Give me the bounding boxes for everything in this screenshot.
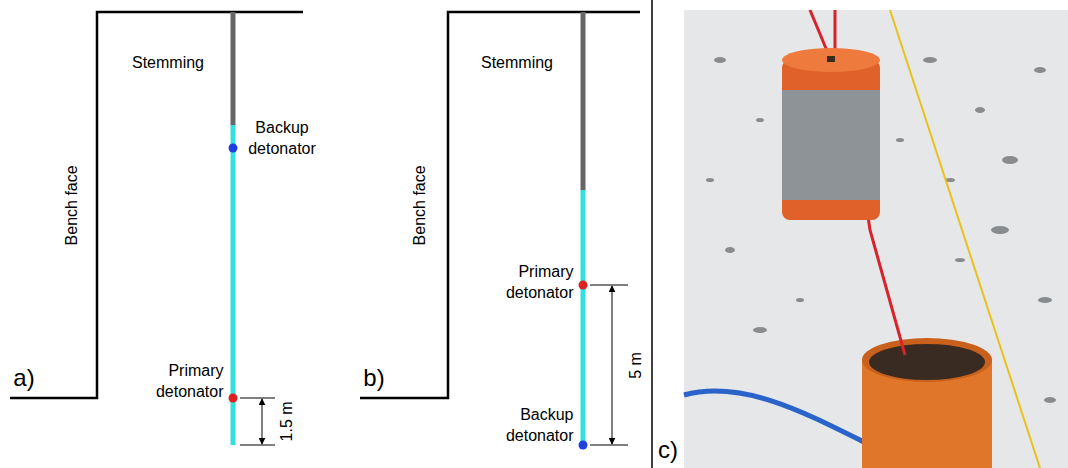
bench-outline (360, 12, 640, 398)
bench-face-label: Bench face (62, 165, 83, 245)
stemming-column (231, 12, 236, 125)
pipe-opening (869, 344, 985, 380)
panel-b-drawing (360, 12, 640, 450)
dimension-tick (590, 445, 628, 446)
explosive-column (581, 190, 586, 445)
stemming-label: Stemming (481, 53, 553, 74)
backup-detonator-dot (579, 441, 588, 450)
backup-detonator-dot (229, 144, 238, 153)
panel-divider (651, 0, 653, 468)
canister-body (782, 60, 880, 220)
pipe-rim (862, 338, 992, 382)
panel-label: a) (13, 362, 34, 393)
dimension-tick (240, 398, 275, 399)
primary-detonator-dot (229, 394, 238, 403)
dimension-label: 1.5 m (277, 401, 298, 441)
dimension-line (612, 286, 613, 444)
bench-outline (10, 12, 303, 398)
detonator-label: Backup detonator (245, 118, 320, 160)
panel-label: c) (658, 434, 678, 465)
dimension-label: 5 m (626, 352, 647, 379)
field-photo (684, 10, 1068, 468)
detonator-label: Primary detonator (499, 262, 574, 304)
primary-detonator-dot (579, 281, 588, 290)
canister-top (782, 48, 880, 72)
detonator-label: Primary detonator (149, 361, 224, 403)
canister-hole (827, 56, 835, 62)
rock-speckles (706, 57, 1056, 403)
dimension-tick (590, 285, 628, 286)
stemming-label: Stemming (132, 53, 204, 74)
dimension-line (262, 399, 263, 444)
panel-label: b) (363, 362, 384, 393)
tape-band (782, 90, 880, 200)
detonator-label: Backup detonator (499, 405, 574, 447)
stemming-column (581, 12, 586, 190)
dimension-tick (240, 445, 275, 446)
snow-ground (684, 10, 1068, 468)
bench-face-label: Bench face (410, 165, 431, 245)
panel-a-drawing (10, 12, 303, 445)
